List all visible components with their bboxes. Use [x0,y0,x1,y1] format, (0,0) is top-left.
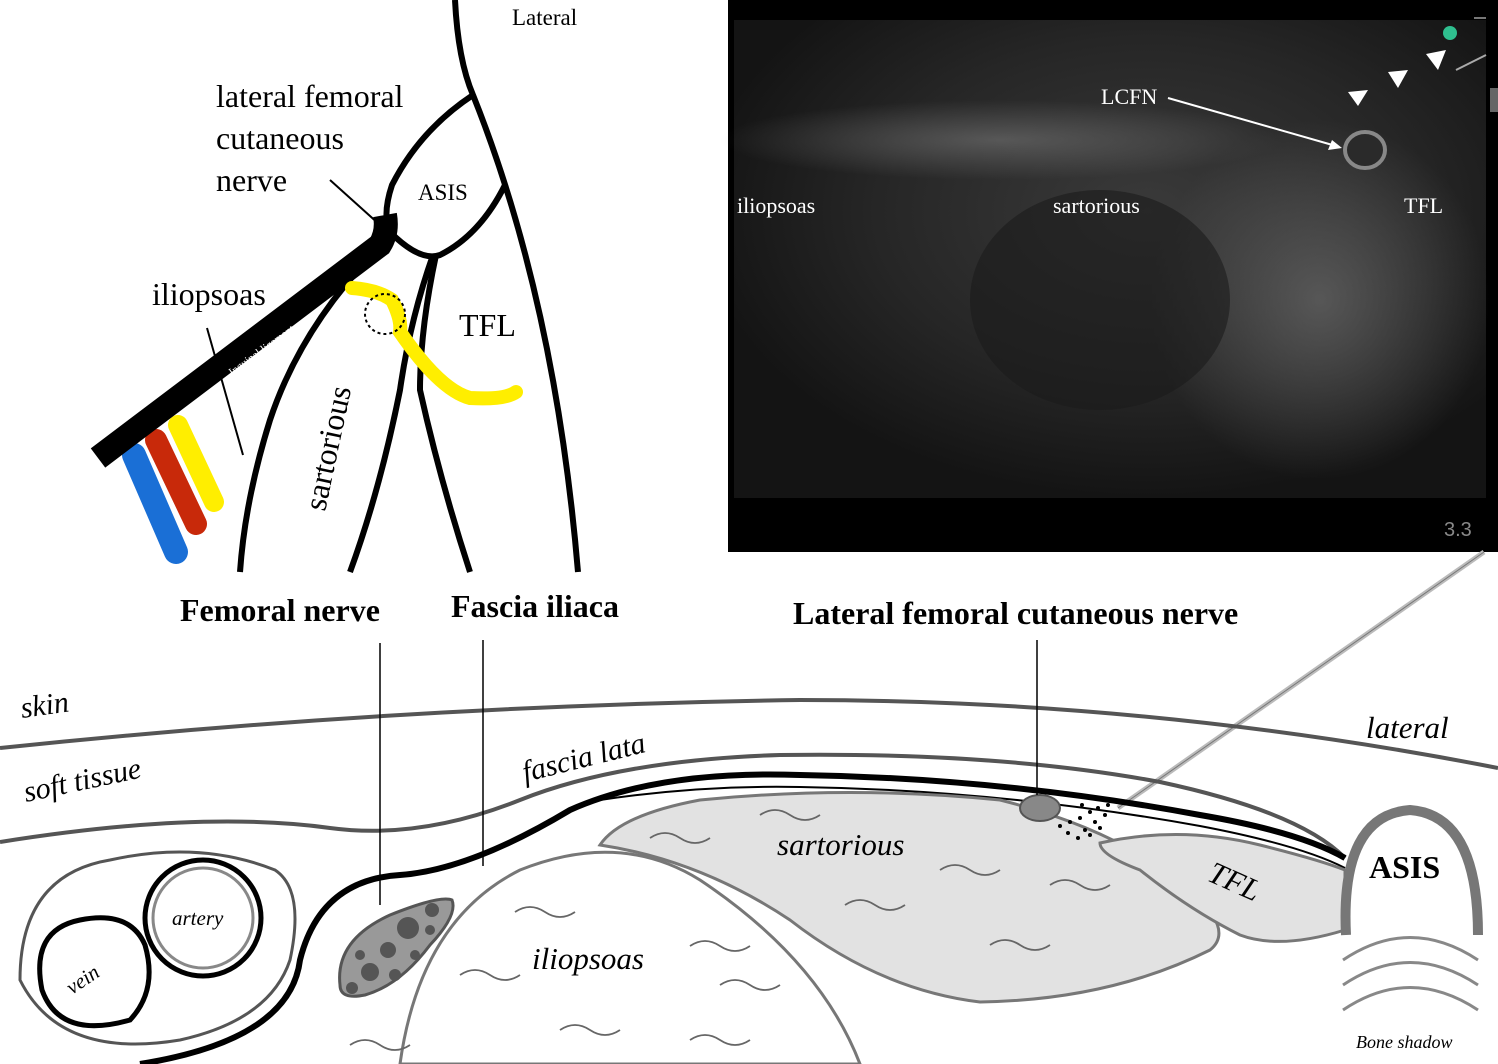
lateral-side-label: lateral [1366,710,1449,745]
cross-section: skin soft tissue fascia lata lateral sar… [0,640,1498,1064]
iliopsoas-label: iliopsoas [152,276,266,312]
lfcn-title: Lateral femoral cutaneous nerve [793,595,1238,631]
vein [37,915,152,1029]
local-anesthetic-spread [1058,803,1110,840]
asis-cs-label: ASIS [1369,849,1440,885]
fascia-iliaca-title: Fascia iliaca [451,588,619,624]
femoral-nerve-stripe [168,415,224,512]
lfcn-upper-path [329,179,381,226]
artery-stripe [145,429,207,535]
lfcn-label-line1: lateral femoral [216,78,404,114]
depth-marker [1490,88,1498,112]
vein-stripe [122,443,188,564]
us-tfl-label: TFL [1404,193,1443,218]
lfcn-label-line2: cutaneous [216,120,344,156]
lfcn-cross-section [1019,794,1061,822]
bone-shadow-arc-3 [1342,986,1479,1012]
ultrasound-bright-band [720,100,1280,180]
femoral-nerve-title: Femoral nerve [180,592,380,628]
asis-label: ASIS [418,180,468,205]
artery-label: artery [172,906,224,930]
bone-shadow-arc-1 [1342,936,1479,962]
femoral-nerve-fascicles [346,903,439,994]
vessel-bundle [122,415,224,564]
fascia-line [139,771,1347,1064]
iliopsoas-muscle [398,850,862,1064]
probe-orientation-dot [1443,26,1457,40]
probe-projection-outline [1117,551,1485,809]
skin-line [0,697,1498,770]
artery-inner [151,866,255,970]
lcfn-arrow [1167,97,1337,147]
muscle-fiber-waves [349,809,1111,1051]
us-sartorious-label: sartorious [1053,193,1140,218]
lcfn-arrowhead [1328,140,1342,150]
needle-arrowhead-1 [1348,90,1368,106]
lateral-label: Lateral [512,5,577,30]
ultrasound-panel: LCFN iliopsoas sartorious TFL 3.3 [720,0,1498,552]
us-iliopsoas-label: iliopsoas [737,193,815,218]
anatomy-diagram: Inguinal ligament Lateral lateral femora… [90,0,581,574]
us-depth-label: 3.3 [1444,519,1472,541]
iliopsoas-pointer [206,327,244,456]
soft-tissue-line [0,752,1347,860]
bone-shadow-arc-2 [1342,961,1479,987]
tfl-label: TFL [459,307,516,343]
lcfn-echo [1343,130,1387,170]
fascia-inner-line [599,785,1346,869]
tfl-left-border [416,254,473,573]
sartorious-label: sartorious [297,383,358,514]
needle-line [1455,54,1487,71]
asis-bone [1340,804,1483,936]
us-lcfn-label: LCFN [1101,84,1157,109]
sartorius-right-border [347,253,436,574]
thigh-lateral-contour [452,0,581,573]
sartorius-left-border [237,252,375,573]
needle-arrowhead-2 [1388,70,1408,88]
bone-shadow-label: Bone shadow [1356,1032,1453,1052]
sartorius-muscle [597,791,1221,1004]
ultrasound-dark-muscle [970,190,1230,410]
lfcn-nerve [345,281,523,406]
soft-tissue-label: soft tissue [21,752,144,809]
asis-outline [383,92,508,260]
ultrasound-bright-region [1150,120,1490,480]
iliopsoas-cs-label: iliopsoas [532,941,644,976]
injection-target-circle [364,293,406,335]
tfl-muscle [1098,832,1347,943]
needle-arrowhead-3 [1426,50,1446,70]
skin-label: skin [18,686,70,725]
lfcn-label-line3: nerve [216,162,287,198]
sartorious-cs-label: sartorious [777,827,904,862]
